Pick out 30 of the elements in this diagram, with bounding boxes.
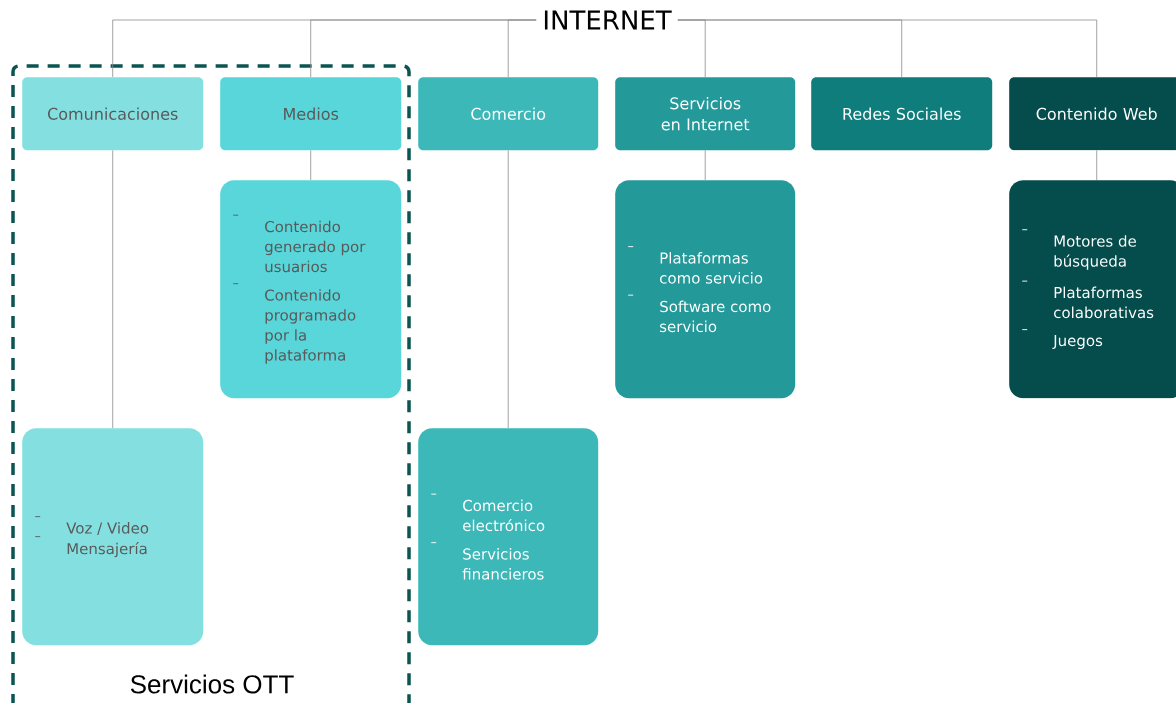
list-item: Mensajería	[34, 536, 147, 558]
title-text: INTERNET	[536, 4, 678, 36]
list-box	[1009, 180, 1176, 399]
list-item: Servicios financieros	[430, 542, 544, 580]
category-box: Redes Sociales	[811, 77, 993, 151]
category-box: Medios	[220, 77, 402, 151]
category-box: Contenido Web	[1009, 77, 1176, 151]
connector-line	[704, 150, 706, 181]
connector-line	[112, 150, 114, 429]
list-item: Software como servicio	[627, 294, 771, 333]
list-item: Juegos	[1021, 329, 1103, 350]
list-item: Contenido generado por usuarios	[232, 214, 366, 273]
list-item: Plataformas colaborativas	[1021, 280, 1154, 319]
list-box	[22, 428, 204, 646]
category-box: Comercio	[418, 77, 599, 151]
list-box	[615, 180, 796, 399]
connector-line	[507, 150, 509, 429]
category-box: Comunicaciones	[22, 77, 204, 151]
connector-line	[677, 19, 1098, 78]
list-item: Comercio electrónico	[430, 493, 545, 532]
list-item: Voz / Video	[34, 516, 149, 535]
list-box	[220, 180, 402, 399]
list-item: Contenido programado por la plataforma	[232, 283, 356, 364]
connector-line	[507, 19, 537, 78]
list-item: Motores de búsqueda	[1021, 229, 1136, 270]
list-box	[418, 428, 599, 646]
category-box: Servicios en Internet	[615, 77, 796, 151]
list-item: Plataformas como servicio	[627, 246, 763, 284]
connector-line	[310, 150, 312, 181]
connector-line	[1096, 150, 1098, 181]
